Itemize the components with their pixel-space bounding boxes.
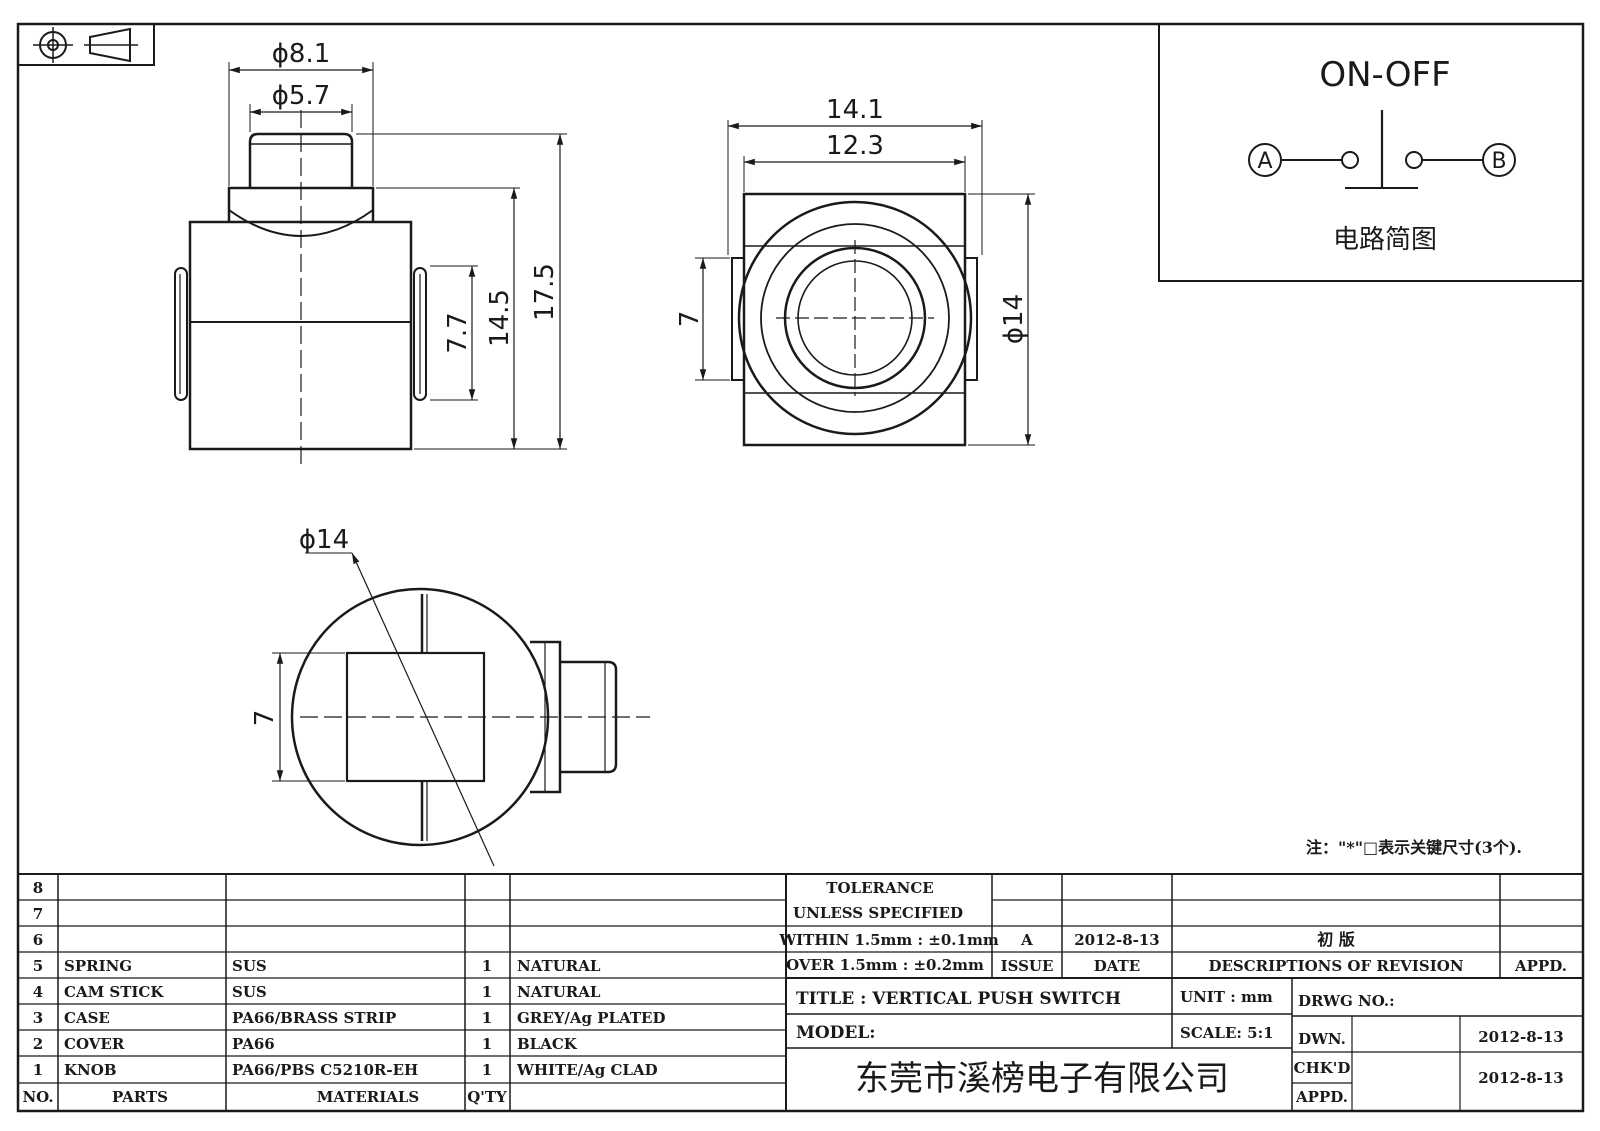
part-material: PA66/BRASS STRIP xyxy=(232,1009,396,1027)
dim-front-d57: ϕ5.7 xyxy=(272,81,331,111)
drawing-title: TITLE : VERTICAL PUSH SWITCH xyxy=(796,989,1121,1009)
part-no: 7 xyxy=(33,905,43,923)
issue-label: ISSUE xyxy=(1001,957,1054,975)
dwn-label: DWN. xyxy=(1298,1030,1346,1048)
title-block: 8 7 6 5 SPRING SUS 1 NATURAL 4 CAM STICK… xyxy=(18,873,1583,1111)
part-material: PA66/PBS C5210R-EH xyxy=(232,1061,418,1079)
dim-top-7: 7 xyxy=(675,311,705,328)
dim-front-d81: ϕ8.1 xyxy=(272,39,331,69)
part-material: SUS xyxy=(232,983,267,1001)
part-qty: 1 xyxy=(482,1009,492,1027)
part-qty: 1 xyxy=(482,1061,492,1079)
part-no: 4 xyxy=(33,983,43,1001)
part-qty: 1 xyxy=(482,983,492,1001)
key-dimension-note: 注："*"□表示关键尺寸(3个). xyxy=(1306,838,1522,857)
dim-top-141: 14.1 xyxy=(826,95,884,125)
revision-issue: A xyxy=(1020,931,1033,949)
parts-header-part: PARTS xyxy=(112,1088,168,1106)
chkd-date: 2012-8-13 xyxy=(1478,1069,1564,1087)
dim-side-d14: ϕ14 xyxy=(299,525,349,555)
appd-label: APPD. xyxy=(1295,1088,1348,1106)
part-no: 6 xyxy=(33,931,43,949)
company-name: 东莞市溪榜电子有限公司 xyxy=(855,1059,1229,1099)
unit-label: UNIT : mm xyxy=(1180,988,1273,1006)
part-qty: 1 xyxy=(482,957,492,975)
revision-appd-label: APPD. xyxy=(1514,957,1567,975)
part-name: SPRING xyxy=(64,957,132,975)
part-qty: 1 xyxy=(482,1035,492,1053)
dim-front-145: 14.5 xyxy=(485,289,515,347)
scale-label: SCALE: 5:1 xyxy=(1180,1024,1274,1042)
chkd-label: CHK'D xyxy=(1294,1059,1351,1077)
side-view: ϕ14 7 xyxy=(250,525,650,867)
parts-header-no: NO. xyxy=(22,1088,53,1106)
part-material: SUS xyxy=(232,957,267,975)
part-no: 1 xyxy=(33,1061,43,1079)
part-no: 8 xyxy=(33,879,43,897)
projection-symbol xyxy=(17,23,155,66)
part-name: KNOB xyxy=(64,1061,117,1079)
schematic-box: ON-OFF A B 电路简图 xyxy=(1158,23,1584,282)
part-material: PA66 xyxy=(232,1035,275,1053)
part-finish: WHITE/Ag CLAD xyxy=(516,1061,658,1079)
part-finish: NATURAL xyxy=(517,983,601,1001)
revision-description: 初 版 xyxy=(1317,930,1355,949)
dim-front-175: 17.5 xyxy=(530,263,560,321)
front-view: ϕ8.1 ϕ5.7 7.7 14.5 17.5 xyxy=(174,39,567,470)
dim-top-123: 12.3 xyxy=(826,131,884,161)
part-no: 2 xyxy=(33,1035,43,1053)
model-label: MODEL: xyxy=(796,1023,876,1043)
terminal-b-label: B xyxy=(1491,149,1506,174)
parts-header-material: MATERIALS xyxy=(317,1088,420,1106)
tolerance-line2: UNLESS SPECIFIED xyxy=(793,904,963,922)
tolerance-line3: WITHIN 1.5mm : ±0.1mm xyxy=(778,931,999,949)
tolerance-line1: TOLERANCE xyxy=(826,879,933,897)
parts-header-qty: Q'TY xyxy=(467,1088,507,1106)
schematic-title: ON-OFF xyxy=(1319,55,1450,95)
drawing-border xyxy=(16,22,1585,1113)
drawing-number-label: DRWG NO.: xyxy=(1298,992,1395,1010)
part-no: 5 xyxy=(33,957,43,975)
parts-list: 8 7 6 5 SPRING SUS 1 NATURAL 4 CAM STICK… xyxy=(22,879,665,1106)
part-name: CAM STICK xyxy=(64,983,164,1001)
terminal-a-label: A xyxy=(1257,149,1272,174)
dim-side-7: 7 xyxy=(250,710,280,727)
part-name: COVER xyxy=(64,1035,125,1053)
revision-date: 2012-8-13 xyxy=(1074,931,1160,949)
dim-top-d14: ϕ14 xyxy=(999,294,1029,344)
top-view: 14.1 12.3 7 ϕ14 xyxy=(675,95,1035,447)
schematic-caption: 电路简图 xyxy=(1333,225,1437,255)
part-finish: GREY/Ag PLATED xyxy=(517,1009,666,1027)
descriptions-label: DESCRIPTIONS OF REVISION xyxy=(1208,957,1463,975)
part-finish: NATURAL xyxy=(517,957,601,975)
tolerance-line4: OVER 1.5mm : ±0.2mm xyxy=(786,956,984,974)
dwn-date: 2012-8-13 xyxy=(1478,1028,1564,1046)
date-label: DATE xyxy=(1094,957,1140,975)
part-name: CASE xyxy=(64,1009,110,1027)
part-no: 3 xyxy=(33,1009,43,1027)
dim-front-77: 7.7 xyxy=(443,312,473,353)
part-finish: BLACK xyxy=(517,1035,578,1053)
